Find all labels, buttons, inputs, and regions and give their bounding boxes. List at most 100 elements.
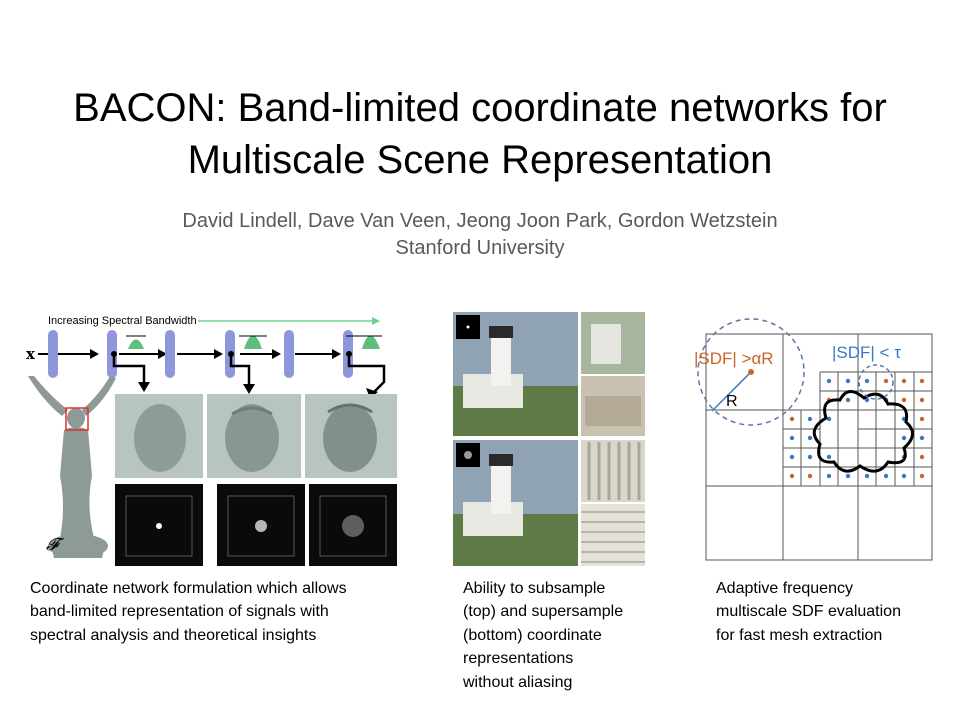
render-hair-3 bbox=[327, 403, 373, 414]
lighthouse-crop-4-siding bbox=[581, 511, 645, 563]
sample-point-inside-14 bbox=[789, 454, 795, 460]
sample-point-inside-4 bbox=[845, 397, 851, 403]
caption-middle-line-1: Ability to subsample bbox=[463, 580, 606, 597]
lighthouse-crop-1-detail bbox=[591, 324, 621, 364]
sample-point-inside-16 bbox=[826, 454, 832, 460]
lighthouse-top-spectrum-dot bbox=[466, 325, 470, 329]
sample-point-inside-1 bbox=[826, 378, 832, 384]
flow-arrow-3-head bbox=[214, 349, 223, 359]
sample-point-outside-6 bbox=[919, 397, 925, 403]
statue-model bbox=[28, 376, 116, 558]
sample-point-inside-12 bbox=[901, 435, 907, 441]
title-line-1: BACON: Band-limited coordinate networks … bbox=[73, 86, 887, 130]
caption-right-line-1: Adaptive frequency bbox=[716, 580, 853, 597]
sample-point-inside-11 bbox=[807, 435, 813, 441]
sample-point-inside-8 bbox=[826, 416, 832, 422]
spectrum-2 bbox=[244, 335, 262, 349]
lighthouse-crop-4 bbox=[581, 504, 645, 566]
flow-arrow-4-head bbox=[272, 349, 281, 359]
title-line-2: Multiscale Scene Representation bbox=[187, 138, 773, 182]
bandwidth-arrow-head bbox=[372, 317, 380, 325]
small-bound-circle bbox=[858, 364, 894, 400]
sample-point-inside-19 bbox=[845, 473, 851, 479]
spectrum-cube-3-frame bbox=[319, 495, 387, 557]
flow-arrow-5-head bbox=[332, 349, 341, 359]
render-hair-2 bbox=[231, 406, 273, 416]
lighthouse-crop-3 bbox=[581, 440, 645, 502]
flow-arrow-1-head bbox=[90, 349, 99, 359]
sample-point-outside-8 bbox=[919, 416, 925, 422]
output-arrow-3 bbox=[347, 354, 386, 395]
large-circle-center bbox=[748, 369, 754, 375]
sample-point-outside-2 bbox=[901, 378, 907, 384]
caption-middle-line-4: representations bbox=[463, 650, 574, 668]
slide-title: BACON: Band-limited coordinate networks … bbox=[0, 82, 960, 186]
caption-left: Coordinate network formulation which all… bbox=[30, 577, 410, 647]
quadtree-outer-cell bbox=[705, 333, 933, 561]
sample-point-inside-3 bbox=[864, 378, 870, 384]
lighthouse-top-lamp bbox=[489, 326, 513, 338]
caption-middle-line-3: (bottom) coordinate bbox=[463, 626, 602, 644]
layer-block-5 bbox=[284, 330, 294, 378]
sample-point-inside-10 bbox=[789, 435, 795, 441]
lighthouse-bottom-spectrum-dot bbox=[464, 451, 472, 459]
caption-left-line-1: Coordinate network formulation which all… bbox=[30, 580, 347, 597]
author-block: David Lindell, Dave Van Veen, Jeong Joon… bbox=[0, 208, 960, 262]
lighthouse-bottom-tower bbox=[491, 464, 511, 514]
spectrum-cube-2-dot bbox=[255, 520, 267, 532]
sample-point-inside-21 bbox=[883, 473, 889, 479]
layer-block-1 bbox=[48, 330, 58, 378]
caption-middle: Ability to subsample (top) and supersamp… bbox=[463, 577, 663, 694]
spectrum-cube-1-frame bbox=[125, 495, 193, 557]
caption-right-line-2: multiscale SDF evaluation bbox=[716, 603, 901, 621]
spectrum-cube-3 bbox=[309, 484, 397, 566]
output-arrow-1-head bbox=[138, 382, 150, 392]
radius-line bbox=[711, 371, 752, 412]
sample-point-outside-7 bbox=[789, 416, 795, 422]
caption-middle-line-5: without aliasing bbox=[463, 673, 573, 691]
sample-point-inside-7 bbox=[807, 416, 813, 422]
sample-point-inside-2 bbox=[845, 378, 851, 384]
sample-point-outside-12 bbox=[919, 473, 925, 479]
output-arrow-2-head bbox=[243, 384, 255, 394]
sample-point-outside-5 bbox=[901, 397, 907, 403]
surface-cloud-outline bbox=[812, 390, 914, 473]
lighthouse-top-tower bbox=[491, 336, 511, 386]
caption-left-line-3: spectral analysis and theoretical insigh… bbox=[30, 626, 317, 644]
sample-point-outside-10 bbox=[807, 473, 813, 479]
lighthouse-figure bbox=[453, 312, 645, 566]
flow-arrow-2-head bbox=[158, 349, 167, 359]
output-arrow-2 bbox=[229, 354, 251, 386]
network-architecture-figure: Increasing Spectral Bandwidth x bbox=[26, 315, 397, 566]
sample-point-inside-18 bbox=[826, 473, 832, 479]
sample-point-outside-3 bbox=[919, 378, 925, 384]
caption-right: Adaptive frequency multiscale SDF evalua… bbox=[716, 577, 936, 647]
render-face-3 bbox=[323, 404, 377, 472]
spectrum-cube-1-dot bbox=[156, 523, 162, 529]
sample-point-outside-9 bbox=[789, 473, 795, 479]
sample-point-outside-1 bbox=[883, 378, 889, 384]
author-names: David Lindell, Dave Van Veen, Jeong Joon… bbox=[182, 210, 778, 232]
radius-label: R bbox=[726, 393, 738, 410]
render-face-2 bbox=[225, 404, 279, 472]
layer-block-3 bbox=[165, 330, 175, 378]
spectrum-3 bbox=[362, 335, 380, 349]
sample-point-inside-22 bbox=[901, 473, 907, 479]
sample-point-inside-15 bbox=[807, 454, 813, 460]
sample-point-outside-11 bbox=[919, 454, 925, 460]
lighthouse-crop-2-detail bbox=[585, 396, 641, 426]
spectrum-1 bbox=[128, 339, 144, 349]
sdf-small-condition-label: |SDF| < τ bbox=[832, 343, 901, 362]
lighthouse-bottom-lamp bbox=[489, 454, 513, 466]
author-affiliation: Stanford University bbox=[395, 237, 565, 259]
caption-middle-line-2: (top) and supersample bbox=[463, 603, 624, 621]
output-arrow-1 bbox=[112, 354, 146, 384]
bandwidth-label: Increasing Spectral Bandwidth bbox=[48, 315, 197, 327]
sdf-quadtree-figure: |SDF| >αR|SDF| < τR bbox=[694, 318, 933, 561]
zoom-region-box bbox=[65, 407, 89, 431]
spectrum-cube-2-frame bbox=[227, 495, 295, 557]
caption-left-line-2: band-limited representation of signals w… bbox=[30, 603, 329, 621]
lighthouse-crop-3-fence bbox=[587, 442, 641, 500]
sample-point-inside-20 bbox=[864, 473, 870, 479]
sample-point-inside-13 bbox=[919, 435, 925, 441]
